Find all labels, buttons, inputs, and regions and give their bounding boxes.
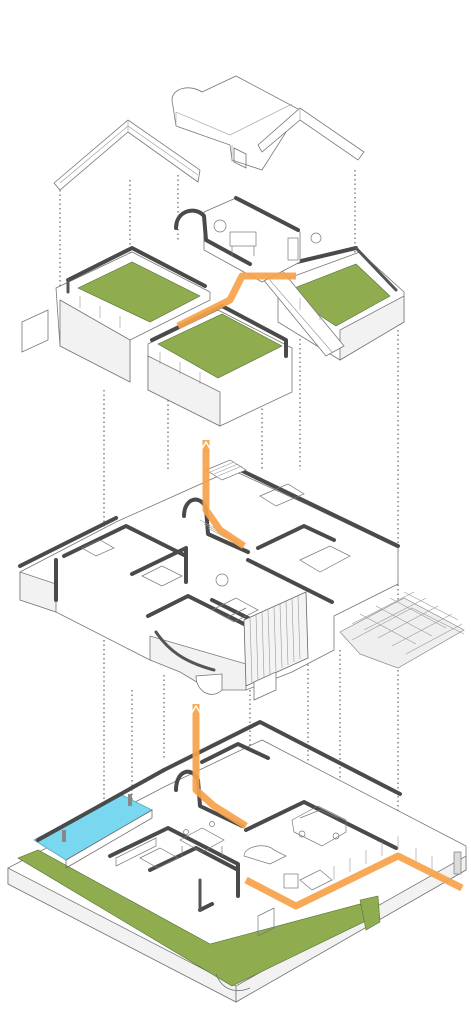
ground-green-strip-right [359,895,381,931]
path-terrace [176,272,296,330]
roof-level [53,75,365,191]
dining-table [179,821,225,856]
terrace-level [21,196,405,427]
upper-bedroom-furniture [81,483,351,623]
left-green-terrace [77,261,201,323]
timber-screen [243,591,309,687]
garage-car [291,805,347,847]
right-gable-roof [257,107,365,161]
curved-roof-lantern [171,75,301,171]
path-arrow-up-upper [199,440,213,453]
path-arrow-up-ground [189,704,203,717]
path-upper-stair [202,440,246,549]
circulation-path [176,272,464,910]
ground-floor-level [7,720,467,1003]
centre-green-terrace [157,313,283,379]
roof-pavilion [174,196,322,283]
path-ground-entry [244,852,464,910]
path-ground-stair [192,704,248,829]
upper-floor-level [18,459,465,701]
ground-green-strip [17,849,373,987]
upper-tile-terrace [339,591,465,669]
living-sofa [139,845,333,891]
left-gable-roof [53,119,201,191]
